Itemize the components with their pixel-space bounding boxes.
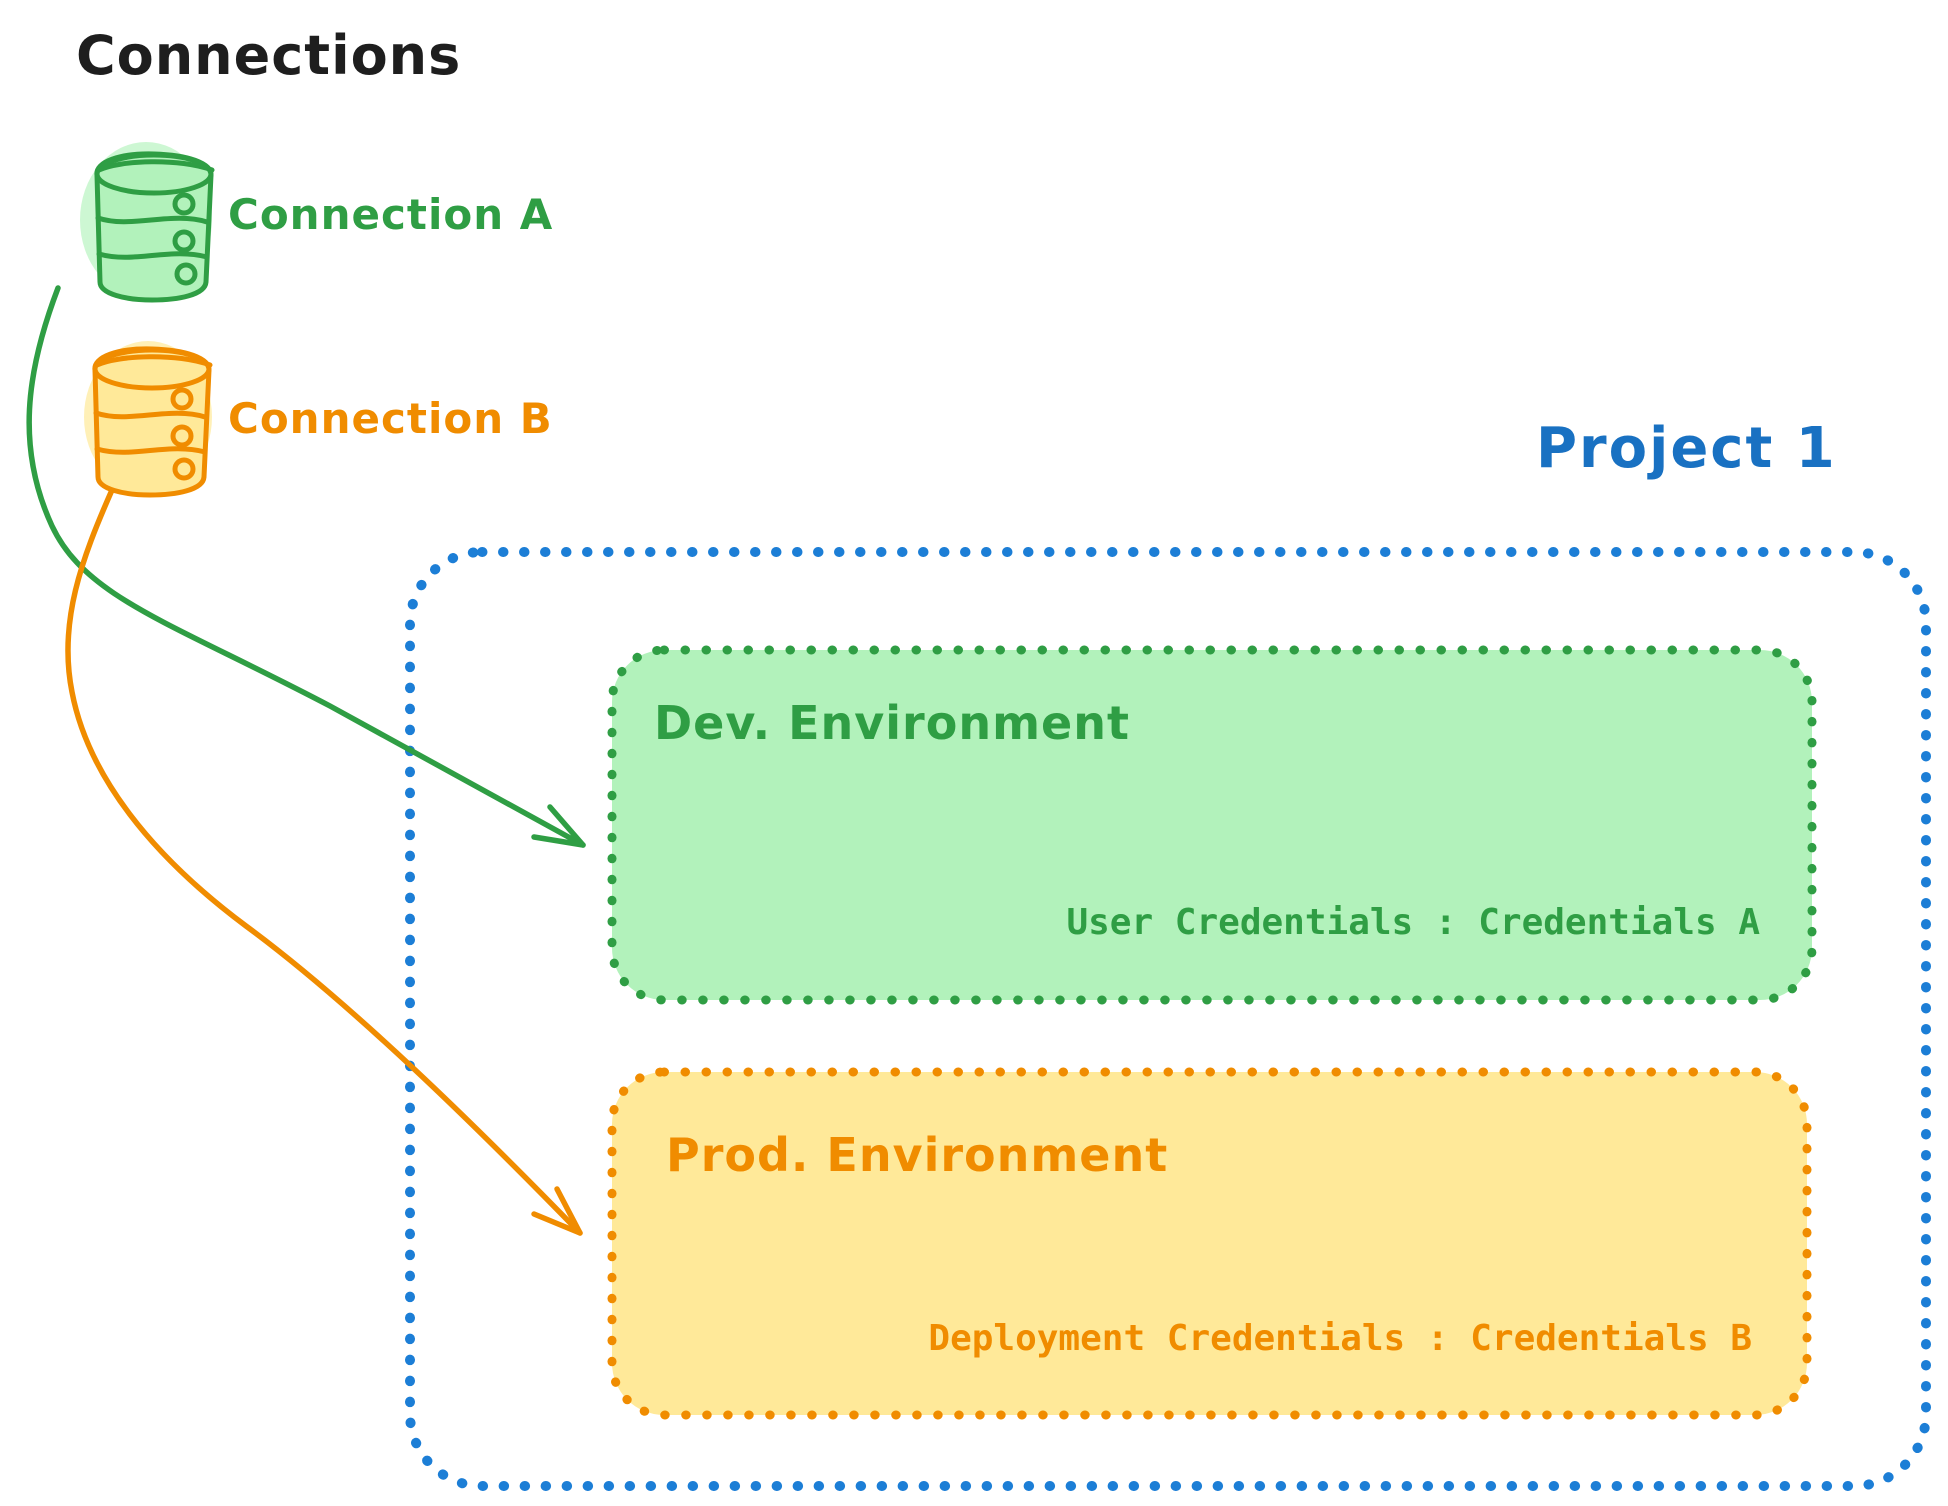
dev-environment-title: Dev. Environment [654,696,1130,750]
prod-environment-credentials: Deployment Credentials : Credentials B [928,1318,1752,1359]
project-1-border [405,547,1931,1491]
connection-b-label: Connection B [228,394,553,443]
connection-a-arrow [26,285,586,848]
diagram-title: Connections [76,24,462,87]
connection-a-label: Connection A [228,190,554,239]
prod-environment-title: Prod. Environment [666,1128,1169,1182]
dev-environment-box [607,645,1817,1005]
project-1-label: Project 1 [1536,416,1837,481]
connection-b-arrow [65,487,583,1236]
database-icon [84,341,213,498]
database-icon [80,142,215,303]
dev-environment-credentials: User Credentials : Credentials A [1066,902,1760,943]
prod-environment-box [607,1067,1812,1420]
